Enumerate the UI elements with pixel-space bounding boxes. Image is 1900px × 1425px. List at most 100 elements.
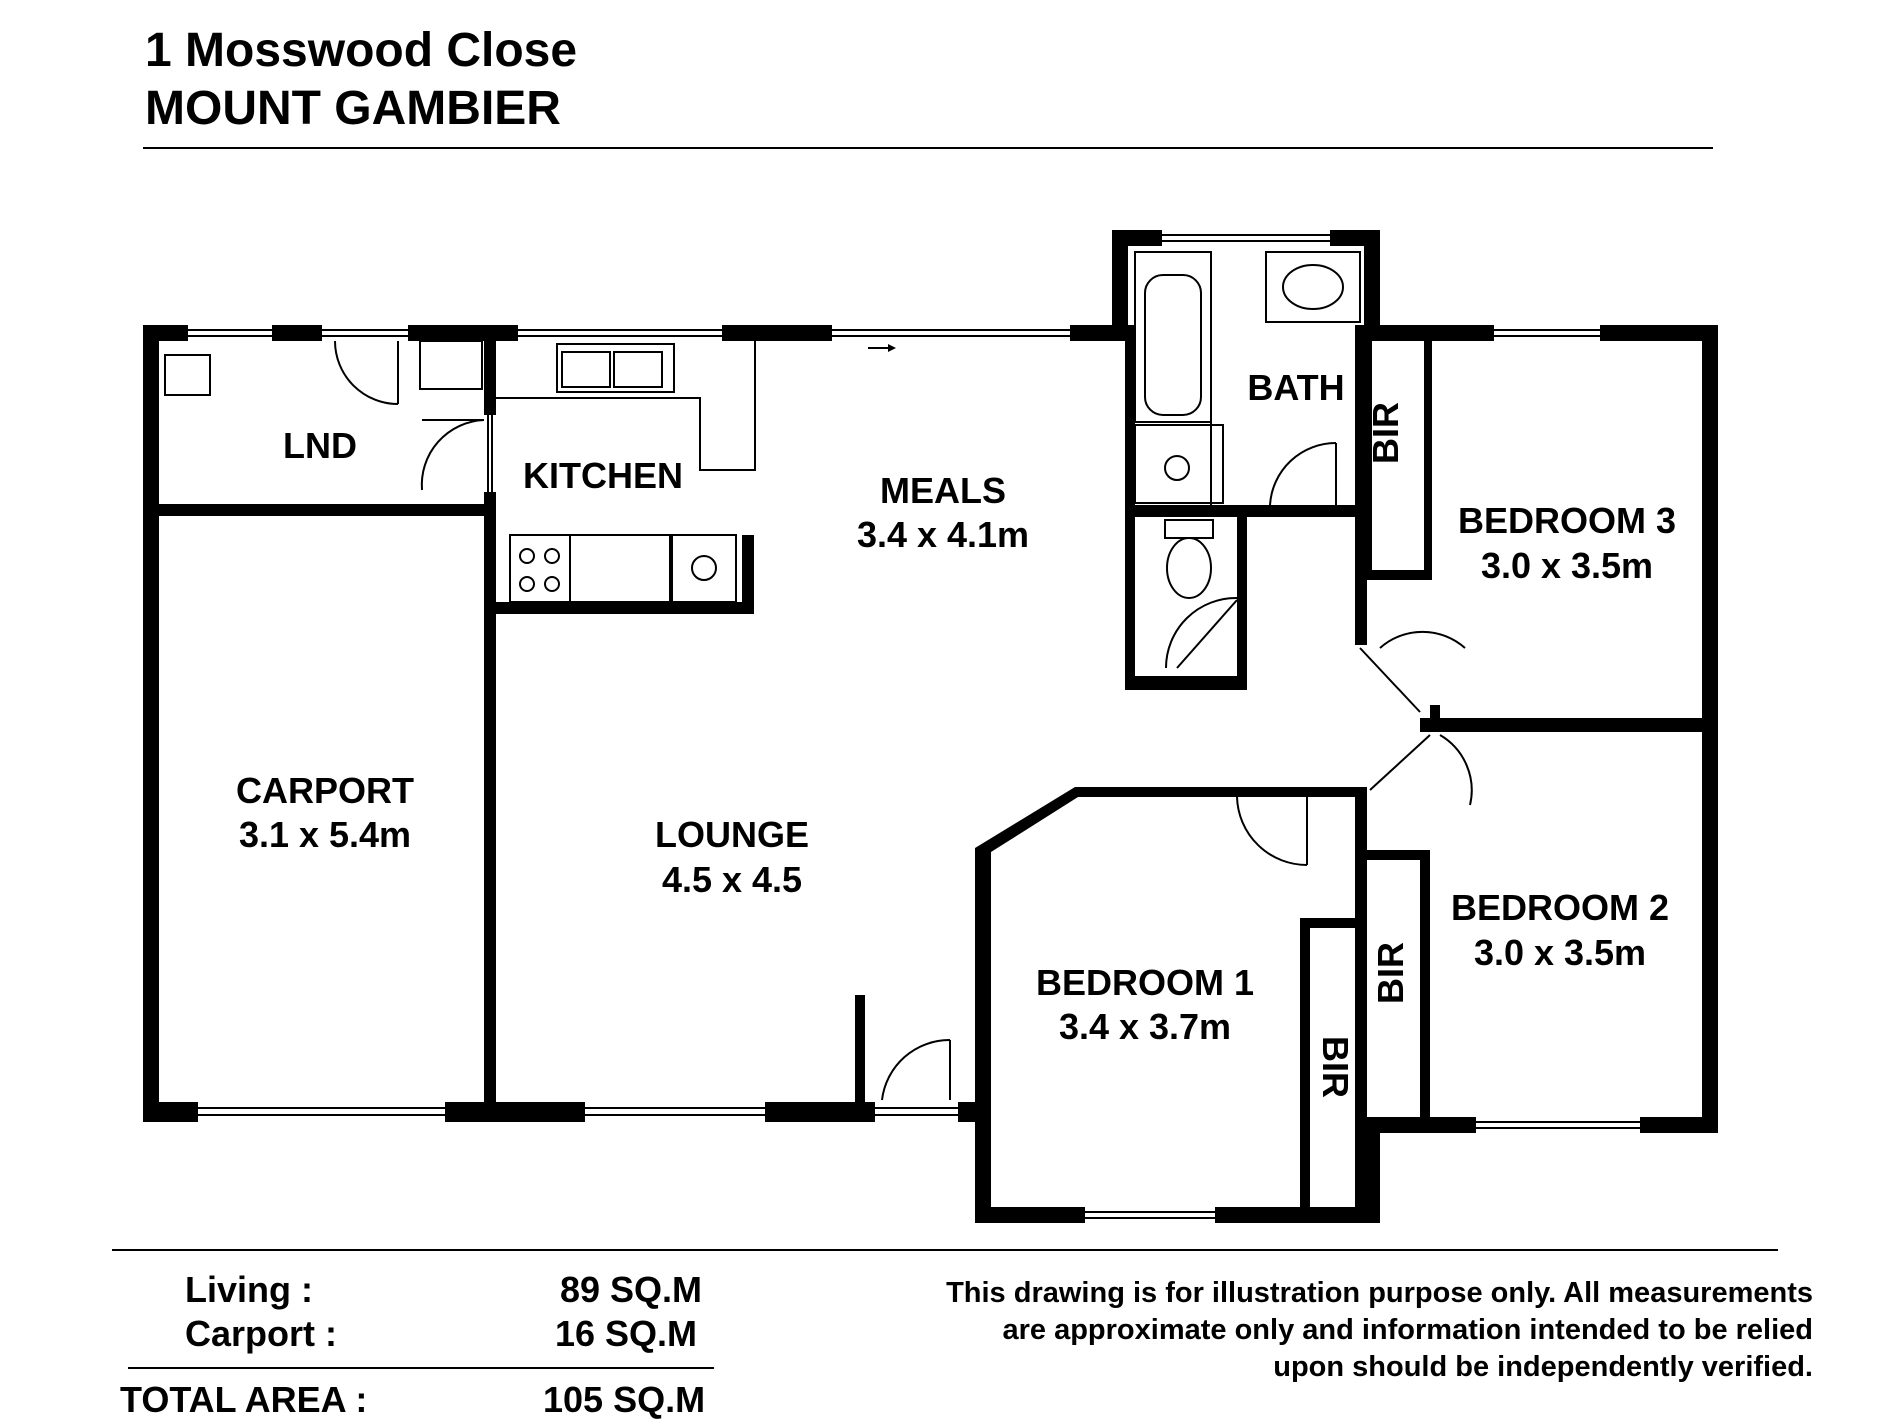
room-label-kitchen: KITCHEN <box>523 455 683 496</box>
wall <box>1600 325 1718 341</box>
wall <box>1364 850 1424 860</box>
door-swing <box>1379 630 1466 649</box>
vanity-outline <box>1134 424 1224 504</box>
wall <box>975 1102 991 1223</box>
wall <box>855 995 865 1122</box>
wall <box>1355 787 1367 1217</box>
address-line-1: 1 Mosswood Close <box>145 24 578 77</box>
wall <box>1300 918 1310 1208</box>
room-label-bir: BIR <box>1370 942 1411 1004</box>
wall <box>975 1207 1085 1223</box>
bathtub-inner <box>1144 274 1202 416</box>
basin-bowl <box>1282 264 1344 310</box>
door-swing <box>420 419 485 491</box>
disclaimer-line: This drawing is for illustration purpose… <box>946 1277 1813 1309</box>
wall <box>722 325 832 341</box>
door-swing <box>1236 796 1308 866</box>
living-area-label: Living : <box>185 1269 313 1310</box>
wall <box>484 492 496 1122</box>
disclaimer: This drawing is for illustration purpose… <box>713 1275 1813 1386</box>
disclaimer-line: are approximate only and information int… <box>1002 1314 1813 1346</box>
sink-bowl <box>613 351 663 388</box>
door-leaf <box>1176 599 1238 669</box>
wall <box>1420 718 1718 732</box>
wall <box>1364 230 1380 341</box>
wall <box>1364 1117 1380 1223</box>
wall <box>484 602 754 614</box>
room-dims-lounge: 4.5 x 4.5 <box>662 859 802 900</box>
disclaimer-line: upon should be independently verified. <box>1273 1351 1813 1383</box>
wall <box>1215 1207 1380 1223</box>
wall <box>1125 505 1365 517</box>
burner <box>544 576 560 592</box>
carport-area-value: 16 SQ.M <box>555 1313 698 1354</box>
carport-area-label: Carport : <box>185 1313 337 1354</box>
header-divider <box>143 147 1713 149</box>
room-label-bir: BIR <box>1365 402 1406 464</box>
door-swing <box>1269 441 1337 506</box>
room-label-lnd: LND <box>283 425 357 466</box>
door-swing <box>334 340 399 405</box>
wall <box>1112 230 1128 341</box>
wall <box>1364 570 1432 580</box>
room-label-bedroom-2: BEDROOM 2 <box>1451 887 1669 928</box>
door-swing <box>1439 734 1473 806</box>
fan-hub <box>691 555 717 581</box>
wall <box>484 325 496 415</box>
burner <box>519 576 535 592</box>
room-label-bath: BATH <box>1247 367 1344 408</box>
wall <box>742 535 754 614</box>
wall <box>1237 515 1247 690</box>
room-dims-meals: 3.4 x 4.1m <box>857 514 1029 555</box>
footer-divider <box>112 1249 1778 1251</box>
wall <box>1420 850 1430 1130</box>
wall <box>143 500 159 1122</box>
wall <box>1364 325 1494 341</box>
bench-outline <box>496 341 756 471</box>
toilet-cistern-icon <box>1164 519 1214 539</box>
room-label-carport: CARPORT <box>236 770 414 811</box>
room-dims-carport: 3.1 x 5.4m <box>239 814 411 855</box>
door-swing <box>1165 596 1238 669</box>
shower-head-icon <box>1164 455 1190 481</box>
toilet-bowl-icon <box>1166 537 1212 599</box>
wall <box>272 325 322 341</box>
room-label-bedroom-3: BEDROOM 3 <box>1458 500 1676 541</box>
burner <box>519 548 535 564</box>
wall <box>1300 918 1360 928</box>
door-leaf <box>1369 734 1431 791</box>
cooktop-icon <box>509 534 571 603</box>
bench-outline <box>569 534 671 603</box>
wall <box>408 325 518 341</box>
room-label-lounge: LOUNGE <box>655 814 809 855</box>
wall <box>1070 325 1120 341</box>
wall <box>1112 230 1162 246</box>
room-label-bedroom-1: BEDROOM 1 <box>1036 962 1254 1003</box>
wall <box>765 1102 875 1122</box>
room-label-meals: MEALS <box>880 470 1006 511</box>
wall <box>1364 340 1372 580</box>
basin-icon <box>1265 251 1361 323</box>
wall <box>143 325 159 515</box>
door-leaf <box>1359 647 1421 713</box>
sink-bowl <box>561 351 611 388</box>
bathtub-icon <box>1134 251 1212 423</box>
burner <box>544 548 560 564</box>
room-dims-bedroom-1: 3.4 x 3.7m <box>1059 1006 1231 1047</box>
wall <box>1430 705 1440 725</box>
wall <box>1424 340 1432 580</box>
fan-icon <box>671 534 737 603</box>
address-line-2: MOUNT GAMBIER <box>145 82 561 135</box>
wall <box>1640 1117 1718 1133</box>
laundry-tub-icon <box>164 354 211 396</box>
living-area-value: 89 SQ.M <box>560 1269 703 1310</box>
wall <box>1125 676 1247 690</box>
door-swing <box>881 1038 951 1101</box>
total-area-label: TOTAL AREA : <box>120 1379 368 1420</box>
room-label-bir: BIR <box>1315 1036 1356 1098</box>
total-divider <box>128 1367 714 1369</box>
wall <box>143 504 488 516</box>
room-dims-bedroom-3: 3.0 x 3.5m <box>1481 545 1653 586</box>
slide-arrow-head-icon <box>888 344 896 352</box>
